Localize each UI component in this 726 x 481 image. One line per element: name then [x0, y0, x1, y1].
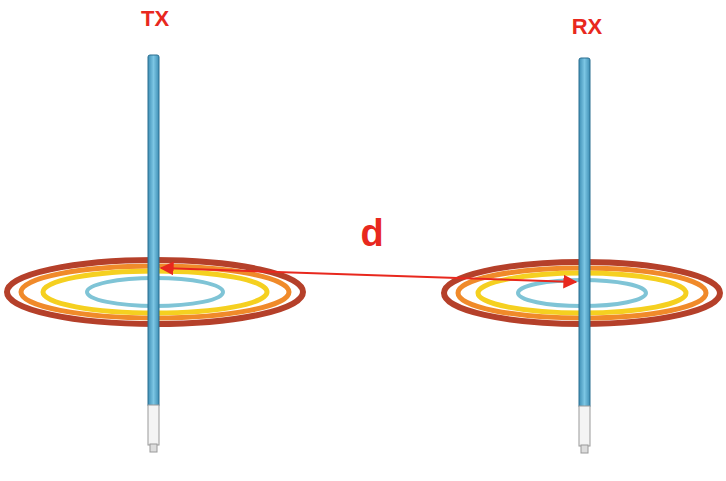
distance-arrow [161, 268, 576, 282]
distance-label: d [360, 214, 383, 252]
rx-label: RX [572, 16, 603, 38]
rx-antenna [579, 58, 590, 453]
tx-antenna [148, 55, 159, 452]
tx-label: TX [141, 8, 169, 30]
